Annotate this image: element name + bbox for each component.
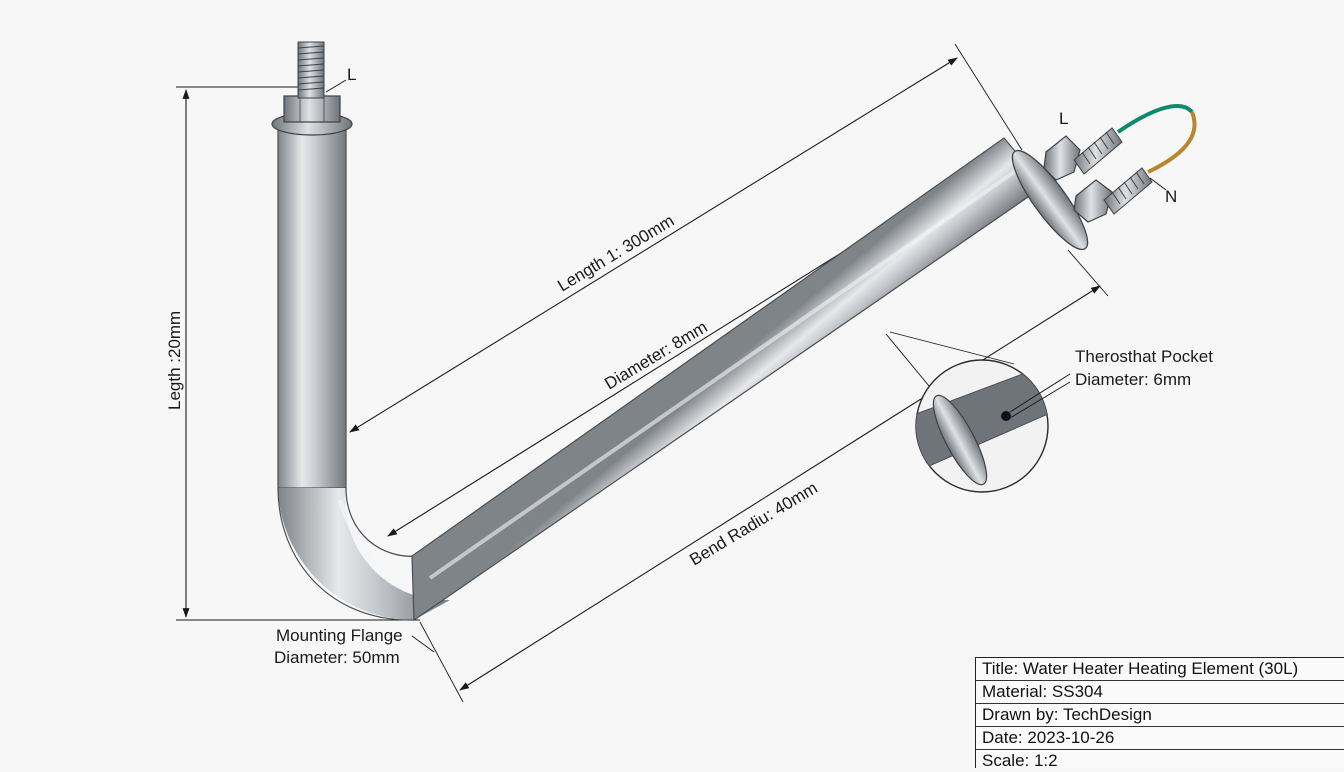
title-block-drawn-by: Drawn by: TechDesign [976,704,1344,727]
title-block-material: Material: SS304 [976,681,1344,704]
title-block-scale: Scale: 1:2 [982,751,1058,770]
thermostat-pocket-detail [885,331,1071,493]
pocket-label-line1: Therosthat Pocket [1075,347,1213,366]
bend-radius-dimension [419,249,1109,703]
flange-label-line1: Mounting Flange [276,626,403,645]
terminal-right-l-label: L [1059,109,1068,128]
length-vertical-dimension [176,86,420,621]
length2-label: Legth :20mm [165,311,184,410]
title-block: Title: Water Heater Heating Element (30L… [975,657,1344,770]
title-block-title: Title: Water Heater Heating Element (30L… [976,658,1344,681]
heating-element-tube [277,127,1045,622]
flange-label-line2: Diameter: 50mm [274,648,400,667]
title-block-date: Date: 2023-10-26 [976,727,1344,750]
terminal-left-label: L [347,65,356,84]
bend-radius-label: Bend Radiu: 40mm [686,478,821,569]
length1-label: Length 1: 300mm [554,211,677,295]
pocket-label-line2: Diameter: 6mm [1075,370,1191,389]
left-terminal [271,41,353,136]
terminal-right-n-label: N [1165,187,1177,206]
flange-leader [411,635,435,653]
right-terminals [1011,103,1197,251]
